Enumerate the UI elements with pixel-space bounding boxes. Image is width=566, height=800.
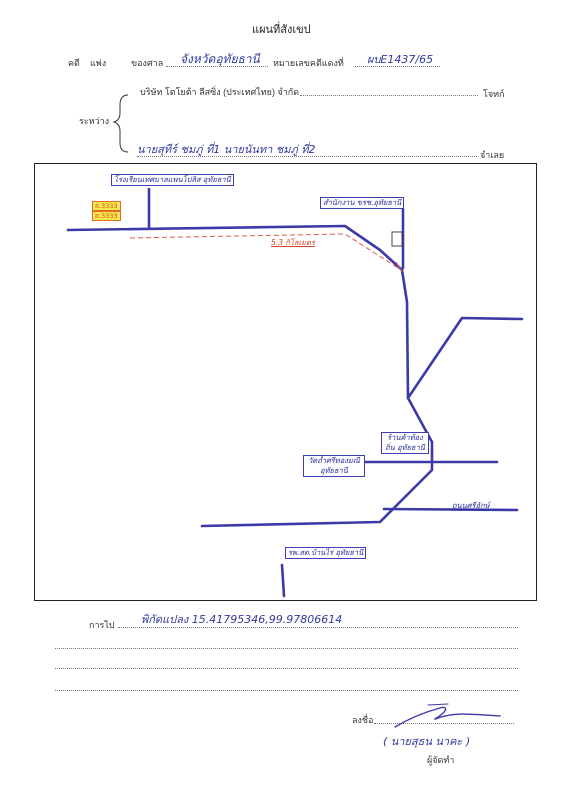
map-label-route-a: ถ.3333 bbox=[92, 201, 121, 211]
between-label: ระหว่าง bbox=[79, 116, 110, 126]
defendant-role: จำเลย bbox=[480, 150, 505, 160]
sign-label: ลงชื่อ bbox=[352, 715, 374, 725]
case-number-label: หมายเลขคดีแดงที่ bbox=[273, 58, 344, 68]
signer-role: ผู้จัดทำ bbox=[427, 755, 455, 765]
directions-line-1 bbox=[118, 627, 518, 628]
defendant-line bbox=[137, 156, 477, 157]
map-label-school: โรงเรียนเทศบาลแพนโปลิส อุทัยธานี bbox=[111, 174, 234, 186]
defendant-name: นายสุทีร์ ชมภู่ ที่1 นายนันทา ชมภู่ ที่2 bbox=[137, 143, 316, 156]
page-title: แผนที่สังเขป bbox=[252, 24, 311, 36]
map-label-distance: 5.3 กิโลเมตร bbox=[271, 238, 315, 247]
directions-line-4 bbox=[55, 690, 518, 691]
court-line bbox=[166, 66, 268, 67]
plaintiff-name: บริษัท โตโยต้า ลีสซิ่ง (ประเทศไทย) จำกัด bbox=[140, 87, 300, 97]
map-label-hospital: รพ.สต.บ้านไร่ อุทัยธานี bbox=[285, 547, 367, 559]
plaintiff-line bbox=[300, 95, 478, 96]
sign-line bbox=[374, 723, 514, 724]
court-name: จังหวัดอุทัยธานี bbox=[180, 52, 260, 66]
directions-line-3 bbox=[55, 668, 518, 669]
map-label-temple: วัดถ้ำศรีทองมณี อุทัยธานี bbox=[303, 455, 365, 477]
directions-line-2 bbox=[55, 648, 518, 649]
case-number: ผบE1437/65 bbox=[367, 53, 434, 66]
map-label-road: ถนนศรีอักษ์ bbox=[452, 501, 490, 510]
case-label: คดี bbox=[68, 58, 80, 68]
map-label-office: สำนักงาน ขรช.อุทัยธานี bbox=[320, 197, 405, 209]
directions-value: พิกัดแปลง 15.41795346,99.97806614 bbox=[141, 613, 343, 626]
signer-name: ( นายสุธน นาคะ ) bbox=[383, 735, 471, 748]
sketch-map bbox=[34, 163, 537, 601]
directions-label: การไป bbox=[89, 620, 115, 630]
court-label: ของศาล bbox=[131, 58, 164, 68]
case-type: แพ่ง bbox=[90, 58, 107, 68]
map-label-route-b: ถ.3333 bbox=[92, 211, 121, 221]
plaintiff-role: โจทก์ bbox=[483, 89, 505, 99]
map-label-shop: ร้านค้าท้องถิ่น อุทัยธานี bbox=[381, 432, 429, 454]
case-number-line bbox=[355, 66, 440, 67]
